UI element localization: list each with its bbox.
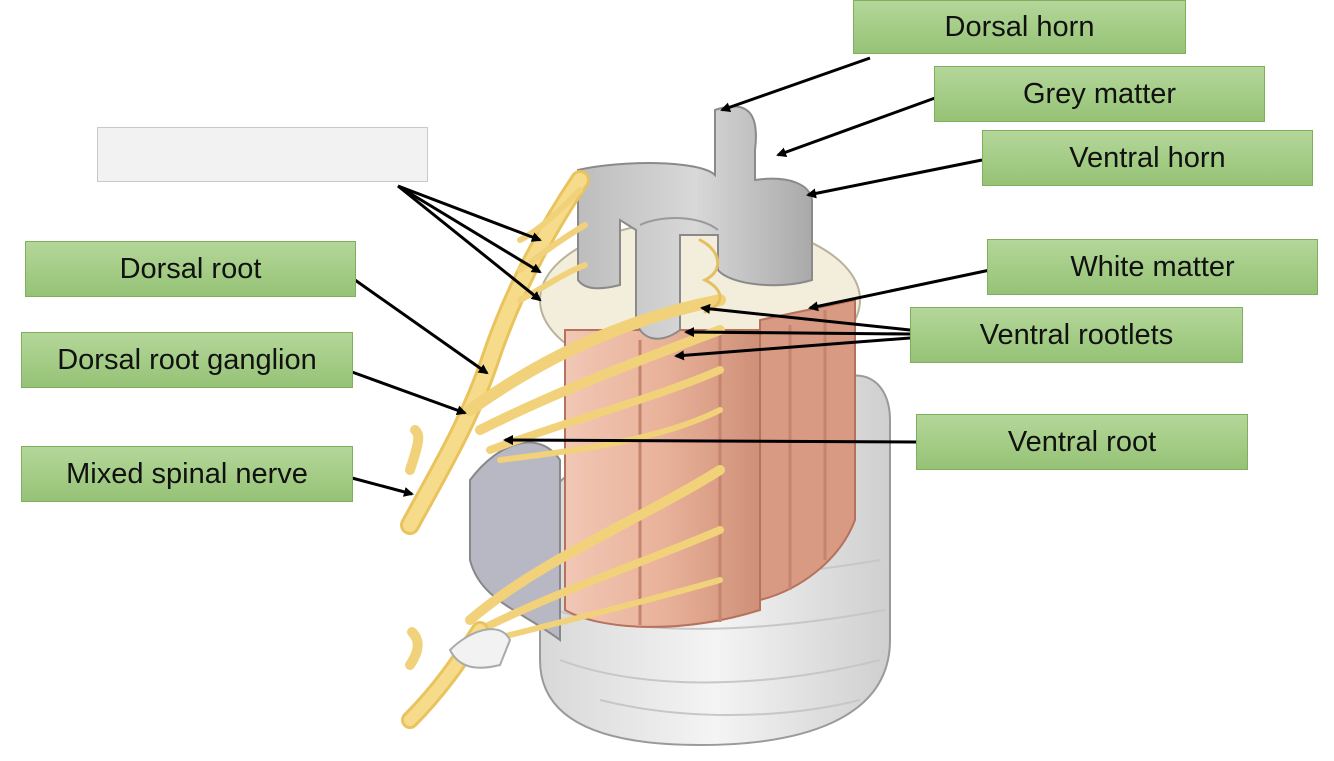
arrow-ventral-root (503, 435, 917, 446)
nerve-roots (400, 170, 726, 729)
label-dorsal-horn: Dorsal horn (853, 0, 1186, 54)
arrow-blank-1 (397, 184, 542, 242)
arrow-blank-2 (397, 184, 542, 274)
label-grey-matter: Grey matter (934, 66, 1265, 122)
blank-label-box[interactable] (97, 127, 428, 182)
arrow-mixed-spinal-nerve (351, 476, 414, 497)
ganglion-sheath (448, 628, 512, 669)
arrow-ventral-rootlets-3 (674, 336, 911, 361)
label-ventral-horn: Ventral horn (982, 130, 1313, 186)
arrow-dorsal-root (354, 278, 489, 375)
grey-matter (577, 105, 813, 340)
leader-lines (351, 56, 991, 497)
arrow-ventral-rootlets-2 (684, 327, 911, 338)
label-white-matter: White matter (987, 239, 1318, 295)
arrow-white-matter (808, 268, 991, 312)
label-grey-matter-text: Grey matter (1022, 77, 1177, 110)
label-ventral-rootlets: Ventral rootlets (910, 307, 1243, 363)
label-dorsal-root-ganglion: Dorsal root ganglion (21, 332, 353, 388)
label-ventral-root: Ventral root (916, 414, 1248, 470)
label-dorsal-root: Dorsal root (25, 241, 356, 297)
arrow-ventral-horn (806, 158, 983, 199)
label-dorsal-root-ganglion-text: Dorsal root ganglion (57, 343, 317, 376)
label-dorsal-horn-text: Dorsal horn (944, 10, 1095, 43)
label-mixed-spinal-nerve-text: Mixed spinal nerve (66, 457, 308, 490)
arrow-grey-matter (776, 96, 936, 157)
label-ventral-horn-text: Ventral horn (1069, 141, 1226, 174)
label-white-matter-text: White matter (1070, 250, 1235, 283)
arrow-dorsal-horn (720, 56, 871, 113)
label-ventral-rootlets-text: Ventral rootlets (979, 318, 1174, 351)
label-ventral-root-text: Ventral root (1007, 425, 1157, 458)
arrow-dorsal-root-ganglion (351, 370, 467, 415)
label-dorsal-root-text: Dorsal root (119, 252, 262, 285)
arrow-ventral-rootlets-1 (700, 303, 911, 332)
label-mixed-spinal-nerve: Mixed spinal nerve (21, 446, 353, 502)
arrow-blank-3 (397, 184, 542, 302)
